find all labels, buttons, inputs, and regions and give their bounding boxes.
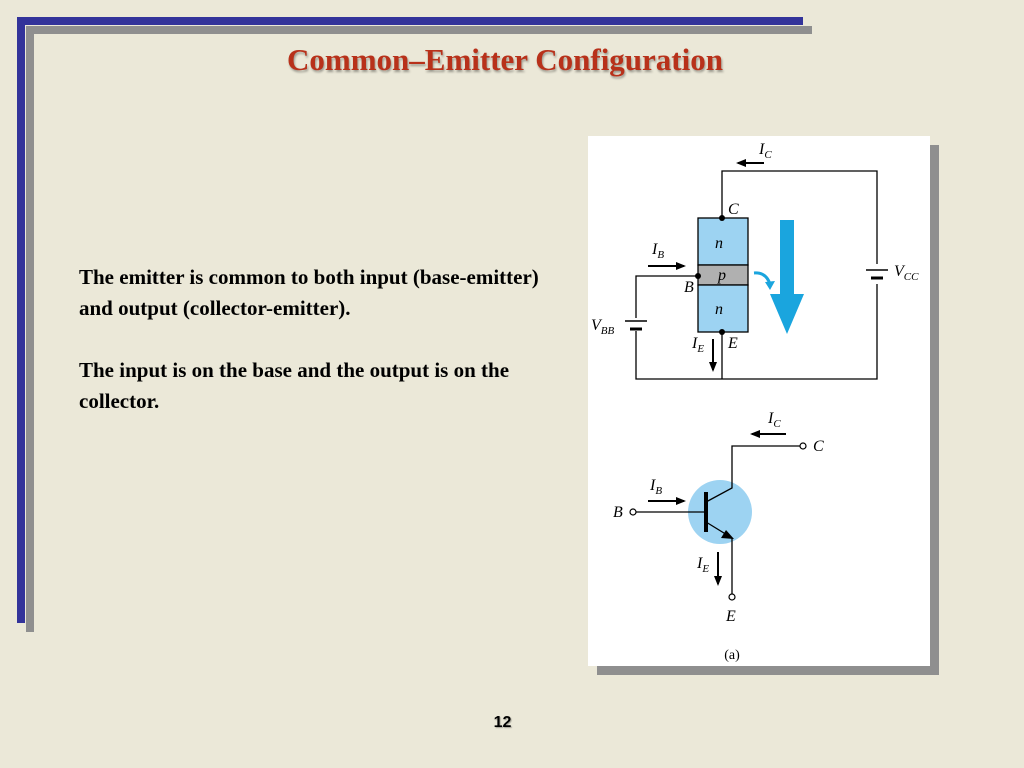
symbol-collector-terminal (799, 442, 807, 450)
emitter-node (719, 329, 725, 335)
collector-terminal-label: C (728, 201, 739, 218)
paragraph-emitter-common: The emitter is common to both input (bas… (79, 265, 539, 320)
frame-bar-left-shadow (26, 26, 34, 632)
symbol-base-terminal (629, 508, 637, 516)
frame-bar-top-shadow (26, 26, 812, 34)
symbol-base-current-label: IB (649, 477, 662, 497)
collector-current-label: IC (758, 141, 772, 161)
page-number: 12 (493, 714, 512, 731)
symbol-emitter-label: E (725, 608, 736, 625)
collector-wire (721, 170, 878, 264)
paragraph-input-output: The input is on the base and the output … (79, 358, 510, 413)
symbol-emitter-terminal (728, 593, 736, 601)
emitter-terminal-label: E (727, 335, 738, 352)
emitter-current-label: IE (691, 335, 704, 355)
base-current-label: IB (651, 241, 664, 261)
p-region-label: p (717, 267, 726, 284)
figure-caption: (a) (724, 648, 740, 663)
n-region-bottom-label: n (715, 301, 723, 318)
n-region-top (697, 217, 749, 266)
figure-diagram: n p n IC C IB B IE E VCC VBB (591, 141, 919, 663)
symbol-collector-lead (705, 445, 800, 503)
electron-flow-arrow (770, 220, 804, 334)
emitter-arrowhead (721, 530, 734, 539)
transistor-symbol-diagram: IC C IB B IE E (613, 410, 824, 625)
frame-bar-top (17, 17, 803, 25)
collector-node (719, 215, 725, 221)
base-supply-wire (635, 275, 698, 318)
n-region-bottom (697, 284, 749, 333)
circuit-diagram: n p n IC C IB B IE E VCC VBB (591, 141, 919, 380)
slide-title: Common–Emitter Configuration (287, 42, 723, 77)
symbol-base-label: B (613, 504, 623, 521)
base-node (695, 273, 701, 279)
figure-card: n p n IC C IB B IE E VCC VBB (588, 136, 930, 666)
symbol-collector-label: C (813, 438, 824, 455)
base-injection-arrowhead (765, 281, 775, 290)
body-text: The emitter is common to both input (bas… (79, 262, 549, 448)
collector-supply-return-wire (635, 284, 878, 380)
base-terminal-label: B (684, 279, 694, 296)
frame-bar-left (17, 17, 25, 623)
n-region-top-label: n (715, 235, 723, 252)
symbol-emitter-current-label: IE (696, 555, 709, 575)
symbol-collector-current-label: IC (767, 410, 781, 430)
vcc-label: VCC (894, 263, 919, 283)
vbb-label: VBB (591, 317, 615, 337)
